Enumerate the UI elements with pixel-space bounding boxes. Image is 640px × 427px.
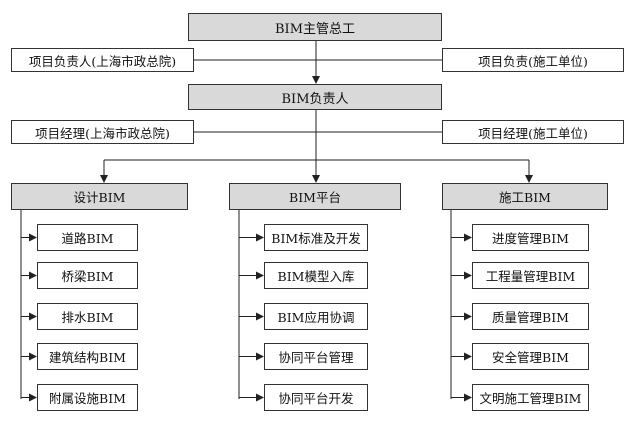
sub-item-box: BIM应用协调	[264, 303, 368, 330]
row2-right-box: 项目经理(施工单位)	[442, 120, 624, 144]
manager-box: BIM负责人	[188, 84, 442, 110]
sub-item-box: 质量管理BIM	[472, 303, 589, 330]
column-head-platform: BIM平台	[229, 183, 401, 210]
sub-item-box: 排水BIM	[37, 303, 138, 330]
sub-item-box: BIM模型入库	[264, 262, 368, 289]
row1-right-box: 项目负责(施工单位)	[442, 48, 624, 72]
sub-item-box: 桥梁BIM	[37, 262, 138, 289]
sub-item-box: 道路BIM	[37, 224, 138, 251]
sub-item-box: 协同平台开发	[264, 384, 368, 411]
sub-item-box: 附属设施BIM	[37, 384, 138, 411]
row1-left-box: 项目负责人(上海市政总院)	[11, 48, 194, 72]
top-box: BIM主管总工	[188, 13, 442, 41]
sub-item-box: 进度管理BIM	[472, 224, 589, 251]
column-head-construction: 施工BIM	[442, 183, 608, 210]
sub-item-box: 协同平台管理	[264, 343, 368, 370]
sub-item-box: 文明施工管理BIM	[472, 384, 589, 411]
sub-item-box: 安全管理BIM	[472, 343, 589, 370]
row2-left-box: 项目经理(上海市政总院)	[11, 120, 194, 144]
sub-item-box: 工程量管理BIM	[472, 262, 589, 289]
column-head-design: 设计BIM	[11, 183, 188, 210]
sub-item-box: 建筑结构BIM	[37, 343, 138, 370]
sub-item-box: BIM标准及开发	[264, 224, 368, 251]
